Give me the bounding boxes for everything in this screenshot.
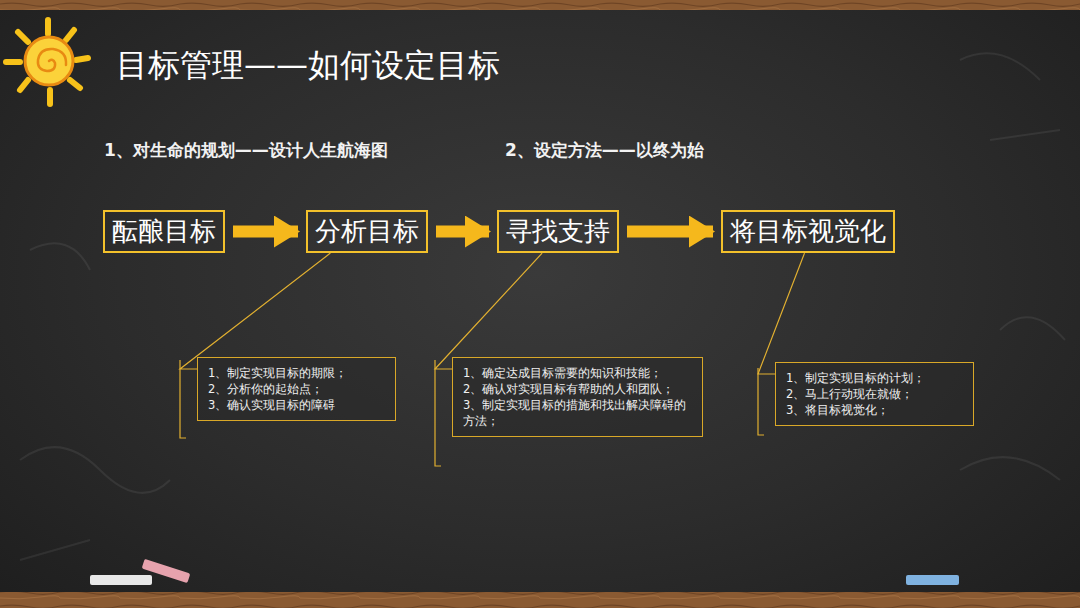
list-item: 1、确定达成目标需要的知识和技能； [463, 365, 692, 381]
chalk-smudges [20, 53, 1065, 560]
frame-top [0, 0, 1080, 10]
frame-bottom [0, 592, 1080, 608]
page-title: 目标管理——如何设定目标 [116, 44, 500, 88]
leader-line [435, 253, 542, 369]
callout-box: 1、确定达成目标需要的知识和技能；2、确认对实现目标有帮助的人和团队；3、制定实… [452, 357, 703, 437]
sun-icon [6, 20, 88, 104]
process-box: 将目标视觉化 [721, 210, 895, 253]
list-item: 2、分析你的起始点； [208, 381, 385, 397]
list-item: 1、制定实现目标的计划； [786, 370, 963, 386]
list-item: 2、马上行动现在就做； [786, 386, 963, 402]
leader-line [758, 253, 805, 374]
list-item: 3、制定实现目标的措施和找出解决障碍的方法； [463, 397, 692, 429]
list-item: 3、确认实现目标的障碍 [208, 397, 385, 413]
flow-arrow [436, 226, 489, 238]
chalk-sticks [90, 559, 959, 585]
box-label: 酝酿目标 [112, 214, 216, 249]
process-box: 寻找支持 [497, 210, 619, 253]
flow-arrow [627, 226, 713, 238]
callout-box: 1、制定实现目标的期限；2、分析你的起始点；3、确认实现目标的障碍 [197, 357, 396, 421]
list-item: 3、将目标视觉化； [786, 402, 963, 418]
leader-line [180, 253, 330, 369]
flow-arrow [233, 226, 298, 238]
list-item: 2、确认对实现目标有帮助的人和团队； [463, 381, 692, 397]
box-label: 分析目标 [315, 214, 419, 249]
process-box: 酝酿目标 [103, 210, 225, 253]
callout-box: 1、制定实现目标的计划；2、马上行动现在就做；3、将目标视觉化； [775, 362, 974, 426]
box-label: 寻找支持 [506, 214, 610, 249]
box-label: 将目标视觉化 [730, 214, 886, 249]
process-box: 分析目标 [306, 210, 428, 253]
section-heading: 2、设定方法——以终为始 [505, 139, 704, 162]
list-item: 1、制定实现目标的期限； [208, 365, 385, 381]
section-heading: 1、对生命的规划——设计人生航海图 [104, 139, 388, 162]
